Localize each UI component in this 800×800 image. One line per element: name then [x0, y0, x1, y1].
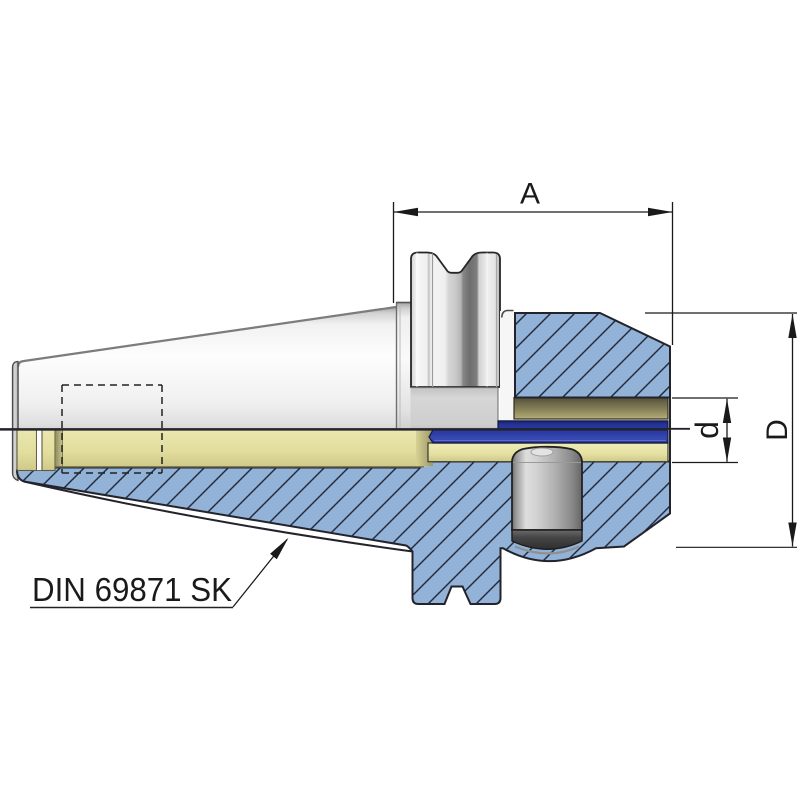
- dimension-big-d: [645, 312, 797, 548]
- part-label-group: DIN 69871 SK: [30, 537, 289, 609]
- screw-dome-highlight: [530, 447, 554, 457]
- arrow-d-top: [722, 398, 732, 423]
- dim-label-d: d: [689, 421, 725, 439]
- relief-neck: [500, 309, 514, 430]
- arrow-bigd-top: [788, 314, 797, 338]
- hidden-bore-dashed: [61, 384, 163, 474]
- body-section-lower: [15, 460, 671, 605]
- clamping-screw: [511, 445, 583, 555]
- collar: [395, 301, 411, 430]
- flange-rear-surface: [410, 386, 499, 430]
- arrow-d-bottom: [722, 437, 732, 462]
- dim-label-a: A: [520, 178, 540, 211]
- gripper-flange: [410, 251, 501, 428]
- bore-strip-left: [16, 429, 433, 472]
- bore-band-olive: [513, 396, 669, 420]
- thread-block-1: [16, 429, 38, 472]
- thread-block-2: [41, 429, 56, 472]
- leader-arrow: [270, 537, 289, 560]
- body-lower-slope-edge: [23, 480, 413, 553]
- dimension-a: [392, 202, 674, 345]
- dim-label-big-d: D: [761, 419, 794, 441]
- flange-outline: [410, 251, 501, 388]
- taper-shank: [11, 305, 397, 482]
- arrow-bigd-bottom: [788, 522, 797, 547]
- center-axis: [0, 427, 690, 431]
- screw-bottom: [511, 529, 583, 550]
- dimension-d: [672, 397, 738, 464]
- arrow-a-right: [648, 207, 673, 217]
- thread-groove: [36, 429, 43, 471]
- arrow-a-left: [393, 207, 418, 217]
- part-label: DIN 69871 SK: [32, 571, 232, 608]
